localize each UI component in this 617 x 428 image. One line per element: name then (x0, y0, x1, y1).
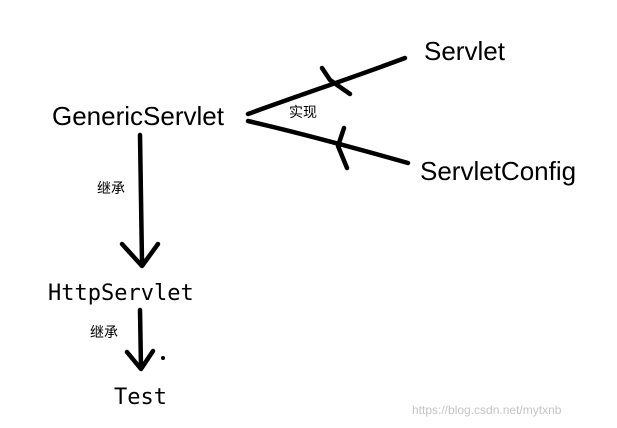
edge-label-extends-2: 继承 (90, 325, 118, 341)
arrowhead-httpservlet (119, 241, 161, 269)
arrowhead-test (124, 348, 156, 372)
watermark: https://blog.csdn.net/mytxnb (412, 403, 562, 417)
arrow-servletconfig-to-genericservlet (245, 118, 411, 166)
edge-label-extends-1: 继承 (97, 181, 125, 197)
ink-dot (161, 356, 165, 360)
arrowhead-servlet-edge (319, 65, 353, 97)
node-genericservlet: GenericServlet (52, 101, 224, 131)
arrow-servlet-to-genericservlet (245, 55, 408, 117)
node-servletconfig: ServletConfig (420, 156, 577, 186)
node-servlet: Servlet (424, 36, 505, 66)
arrow-httpservlet-to-test (137, 307, 144, 371)
arrowhead-servletconfig-edge (335, 125, 350, 171)
edge-label-implements: 实现 (289, 105, 317, 121)
node-httpservlet: HttpServlet (48, 281, 194, 306)
node-test: Test (114, 385, 167, 410)
arrow-genericservlet-to-httpservlet (137, 132, 145, 265)
